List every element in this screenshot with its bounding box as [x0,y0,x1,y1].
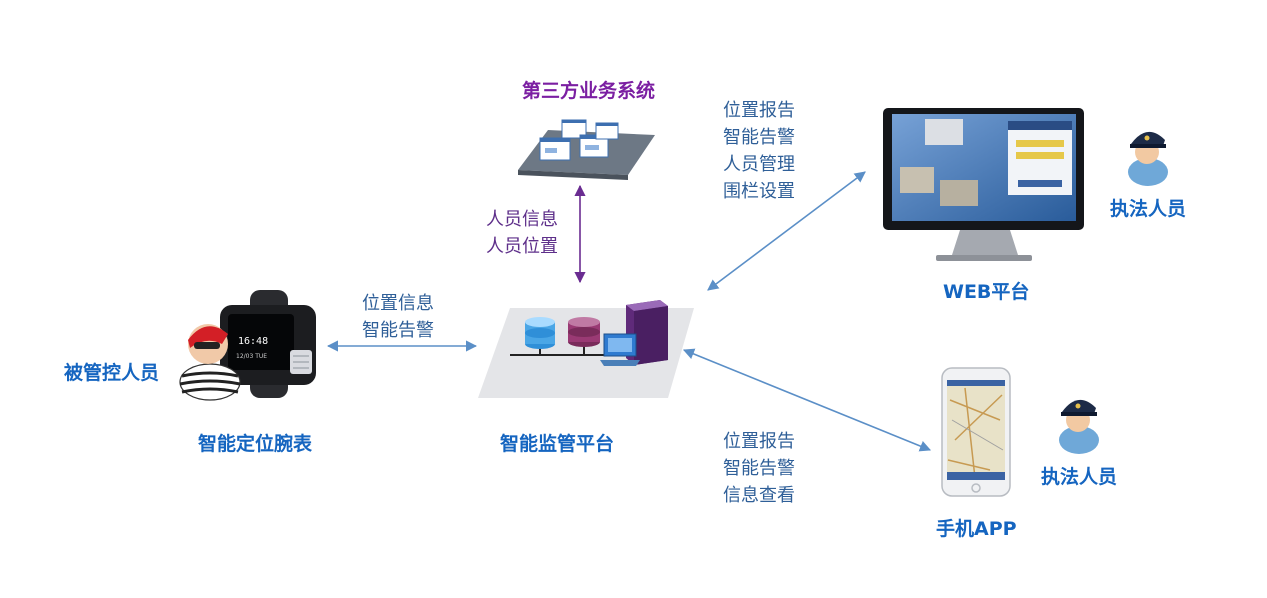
platform-illustration [478,300,694,398]
edge-text: 人员信息 [486,209,558,230]
edge-label-thirdparty-platform: 人员信息 人员位置 [486,206,558,260]
watch-illustration: 16:48 12/03 TUE [220,290,316,398]
edge-text: 围栏设置 [723,181,795,202]
node-label-app: 手机APP [936,518,1017,540]
phone-illustration [941,367,1011,497]
node-label-watch: 智能定位腕表 [198,433,313,455]
edge-text: 信息查看 [723,485,795,506]
edge-text: 智能告警 [362,320,434,341]
node-label-controlled-person: 被管控人员 [64,362,160,384]
edge-text: 位置信息 [362,293,434,314]
node-label-platform: 智能监管平台 [500,433,615,455]
officer-icon-web [1128,131,1168,186]
edge-label-platform-app: 位置报告 智能告警 信息查看 [723,428,795,509]
officer-icon-app [1059,399,1099,454]
edge-text: 人员位置 [486,236,558,257]
arrow-platform-web [707,171,866,291]
edge-text: 位置报告 [723,100,795,121]
node-label-web: WEB平台 [943,281,1030,303]
node-label-officer-web: 执法人员 [1110,198,1187,220]
web-monitor-illustration [883,108,1084,261]
svg-text:12/03 TUE: 12/03 TUE [236,353,267,360]
edge-text: 智能告警 [723,127,795,148]
node-label-third-party: 第三方业务系统 [522,80,656,102]
edge-text: 位置报告 [723,431,795,452]
node-label-officer-app: 执法人员 [1041,466,1118,488]
edge-label-watch-platform: 位置信息 智能告警 [362,290,434,344]
edge-text: 智能告警 [723,458,795,479]
edge-text: 人员管理 [723,154,795,175]
arrow-platform-app [682,348,932,452]
controlled-person-illustration [179,324,241,401]
svg-text:16:48: 16:48 [238,336,268,347]
third-party-system-illustration [518,119,655,180]
edge-label-platform-web: 位置报告 智能告警 人员管理 围栏设置 [723,97,795,205]
